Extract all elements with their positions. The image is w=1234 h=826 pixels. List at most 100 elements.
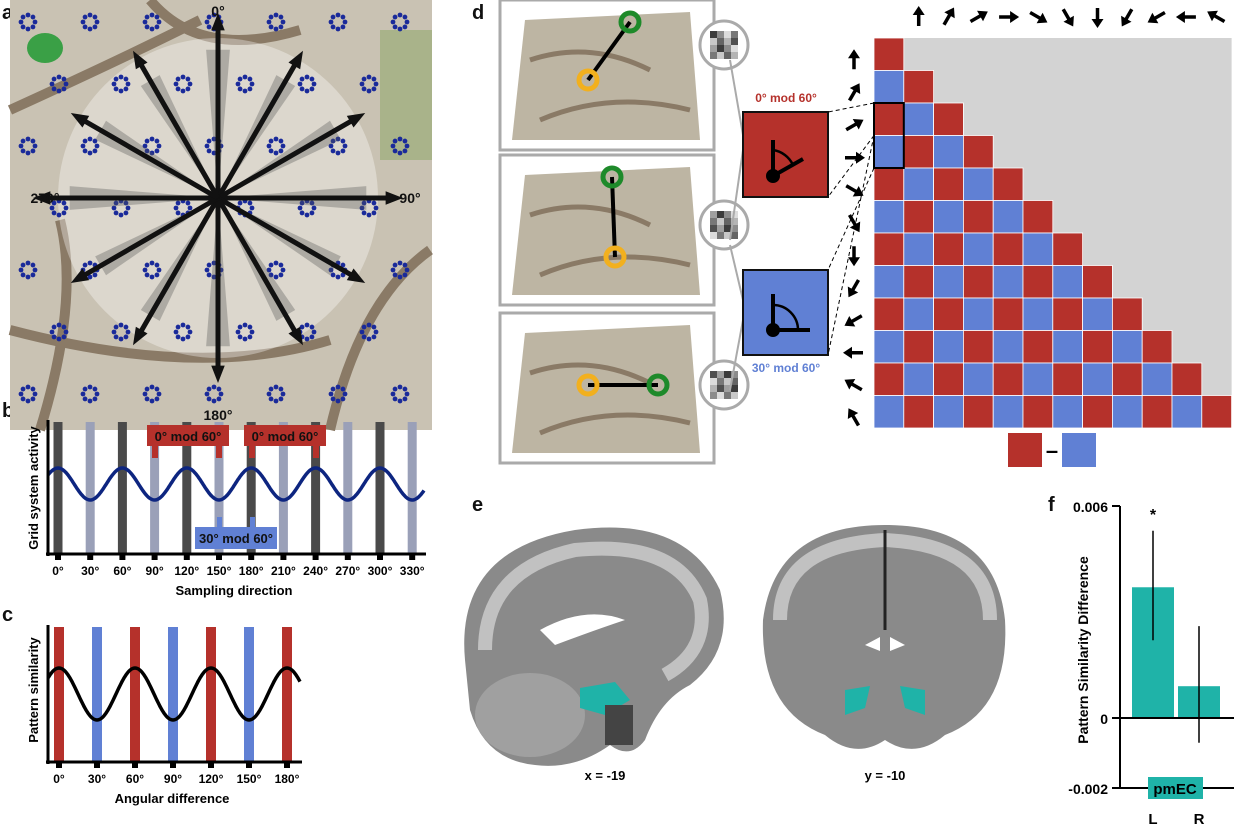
grid-dot bbox=[361, 324, 367, 330]
direction-arrow-210 bbox=[847, 279, 861, 298]
voxel bbox=[724, 225, 731, 232]
b-tick-label: 90° bbox=[146, 564, 164, 578]
b-bar-90 bbox=[150, 422, 160, 554]
matrix-cell bbox=[962, 265, 994, 299]
grid-dot bbox=[20, 148, 26, 154]
matrix-cell bbox=[1141, 395, 1173, 429]
b-bar-30 bbox=[85, 422, 95, 554]
grid-dot bbox=[144, 396, 150, 402]
voxel bbox=[710, 225, 717, 232]
grid-dot bbox=[266, 391, 272, 397]
grid-dot bbox=[280, 19, 286, 25]
grid-dot bbox=[118, 74, 124, 80]
grid-dot bbox=[268, 14, 274, 20]
b-bar-120 bbox=[182, 422, 192, 554]
direction-arrow-90 bbox=[845, 151, 865, 164]
direction-arrow-240 bbox=[1147, 10, 1166, 24]
direction-arrows bbox=[33, 13, 403, 383]
grid-dot bbox=[206, 262, 212, 268]
grid-dot bbox=[392, 386, 398, 392]
grid-dot bbox=[335, 384, 341, 390]
arrowhead bbox=[385, 191, 403, 205]
map-terrain bbox=[512, 325, 700, 453]
panel-label-f: f bbox=[1048, 494, 1055, 516]
arrowhead bbox=[133, 50, 148, 70]
panel-label-c: c bbox=[2, 604, 14, 626]
grid-dot bbox=[61, 86, 67, 92]
grid-field-dots bbox=[18, 12, 410, 404]
trajectory-arrow bbox=[610, 176, 617, 258]
grid-dot bbox=[268, 148, 274, 154]
b-tick-label: 240° bbox=[303, 564, 328, 578]
arrowhead bbox=[211, 365, 225, 383]
start-marker bbox=[603, 245, 627, 269]
grid-dot bbox=[330, 138, 336, 144]
grid-dot bbox=[154, 386, 160, 392]
grid-dot bbox=[280, 143, 286, 149]
grid-dot bbox=[149, 260, 155, 266]
b-tick-mark bbox=[216, 554, 222, 560]
coronal-coordinate-label: y = -10 bbox=[865, 768, 906, 783]
grid-dot bbox=[397, 136, 403, 142]
voxel bbox=[717, 225, 724, 232]
matrix-cell bbox=[992, 395, 1024, 429]
goal-marker bbox=[618, 10, 642, 34]
voxel bbox=[717, 385, 724, 392]
grid-dot bbox=[392, 262, 398, 268]
arrowhead bbox=[346, 113, 366, 128]
legend-minus: – bbox=[1046, 438, 1058, 463]
grid-dot bbox=[328, 143, 334, 149]
grid-dot bbox=[173, 329, 179, 335]
arrowhead bbox=[70, 113, 90, 128]
matrix-cell bbox=[903, 102, 934, 136]
matrix-cell bbox=[992, 297, 1024, 331]
grid-dot bbox=[154, 262, 160, 268]
grid-dot bbox=[118, 336, 124, 342]
b-tick-mark bbox=[87, 554, 94, 560]
grid-dot bbox=[113, 324, 119, 330]
grid-dot bbox=[247, 76, 253, 82]
f-category-labels: L*R bbox=[1148, 507, 1204, 826]
matrix-cell bbox=[1052, 297, 1083, 331]
voxel bbox=[724, 385, 731, 392]
voxel bbox=[724, 371, 731, 378]
grid-dot bbox=[268, 138, 274, 144]
panel-label-d: d bbox=[472, 2, 485, 24]
grid-dot bbox=[390, 391, 396, 397]
grid-dot bbox=[142, 143, 148, 149]
grid-dot bbox=[144, 386, 150, 392]
grid-dot bbox=[18, 391, 24, 397]
direction-arrow-150 bbox=[1061, 8, 1074, 27]
grid-dot bbox=[149, 26, 155, 32]
grid-dot bbox=[185, 334, 191, 340]
voxel bbox=[710, 378, 717, 385]
grid-dot bbox=[175, 86, 181, 92]
c-tick-mark bbox=[246, 762, 252, 768]
grid-dot bbox=[404, 391, 410, 397]
grid-dot bbox=[366, 88, 372, 94]
c-bar-30 bbox=[92, 627, 102, 762]
grid-dot bbox=[404, 19, 410, 25]
grid-dot bbox=[125, 81, 131, 87]
grid-dot bbox=[175, 76, 181, 82]
grid-dot bbox=[82, 148, 88, 154]
grid-dot bbox=[180, 336, 186, 342]
grid-dot bbox=[340, 386, 346, 392]
grid-dot bbox=[249, 205, 255, 211]
grid-dot bbox=[113, 210, 119, 216]
grid-dot bbox=[273, 136, 279, 142]
grid-dot bbox=[154, 272, 160, 278]
stadium bbox=[27, 33, 63, 63]
grid-dot bbox=[123, 324, 129, 330]
matrix-cell bbox=[903, 70, 934, 104]
b-tick-label: 60° bbox=[113, 564, 131, 578]
grid-dot bbox=[32, 143, 38, 149]
park bbox=[380, 30, 432, 160]
grid-dot bbox=[80, 143, 86, 149]
grid-dot bbox=[156, 19, 162, 25]
grid-dot bbox=[20, 138, 26, 144]
b-tick-label: 210° bbox=[271, 564, 296, 578]
matrix-cell bbox=[873, 37, 905, 71]
matrix-cell bbox=[1052, 362, 1083, 396]
grid-dot bbox=[330, 14, 336, 20]
